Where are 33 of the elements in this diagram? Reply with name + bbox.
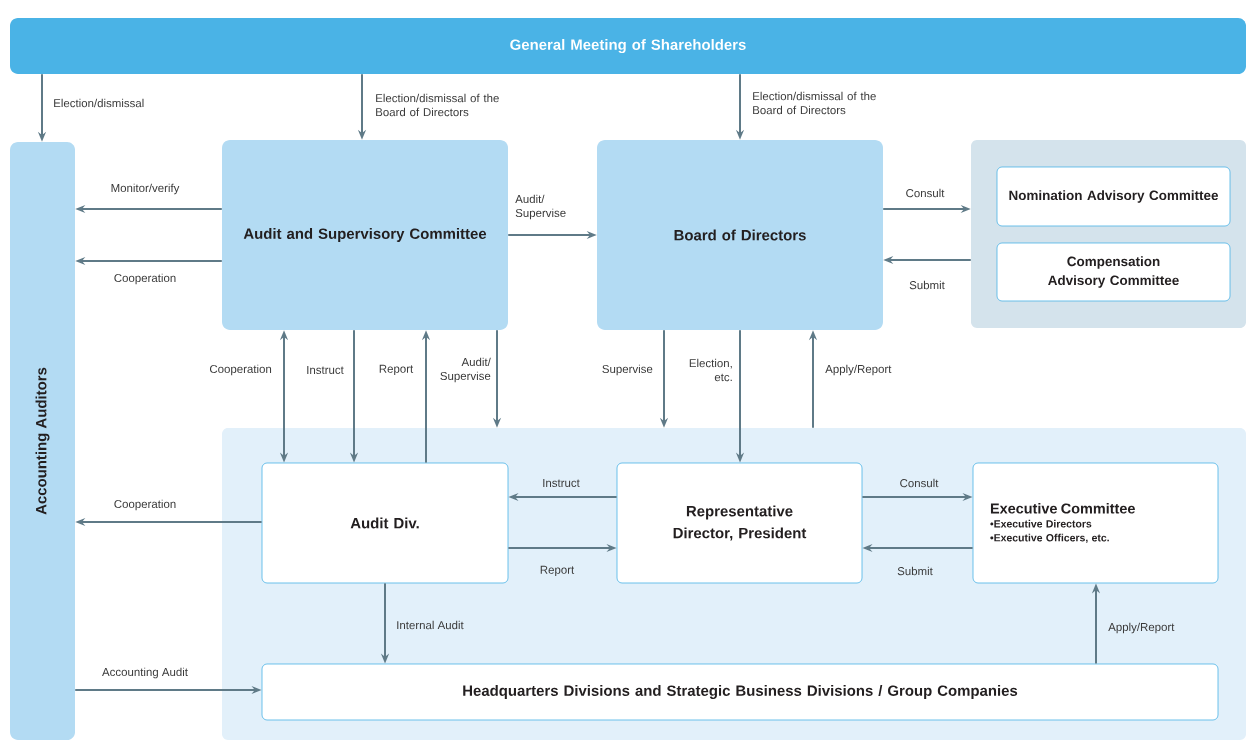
- edge-label: Consult: [906, 188, 945, 198]
- edge-label: Report: [540, 565, 575, 577]
- edge-label: Cooperation: [114, 273, 176, 285]
- edge-label: Submit: [909, 280, 945, 290]
- auditor-bar: Accounting Auditors: [10, 142, 75, 740]
- edge-label: Election, etc.: [689, 358, 732, 382]
- edge-label: Cooperation: [209, 364, 272, 376]
- edge-label: Audit/ Supervise: [515, 194, 566, 220]
- edge-label: Supervise: [602, 364, 653, 376]
- edge-label: Audit/ Supervise: [440, 357, 491, 383]
- director-box: Representative Director, President: [616, 462, 863, 584]
- edge-label: Internal Audit: [397, 620, 464, 630]
- committee-box: Nomination Advisory Committee: [996, 166, 1231, 227]
- edge-label: Cooperation: [114, 499, 176, 511]
- edge-label: Apply/Report: [825, 364, 892, 376]
- edge-label: Report: [379, 364, 414, 376]
- edge-label: Election/dismissal: [54, 98, 144, 108]
- edge-label: Apply/Report: [1108, 622, 1175, 634]
- board-box: Board of Directors: [597, 140, 883, 330]
- edge-label: Election/dismissal of the Board of Directors: [753, 91, 876, 115]
- committee-box: Audit and Supervisory Committee: [222, 140, 508, 330]
- division-box: Audit Div.: [261, 462, 509, 584]
- edge-label: Instruct: [543, 479, 580, 487]
- edge-label: Consult: [900, 478, 939, 488]
- committee-box: Executive Committee •Executive Directors •Executive Officers, etc.: [972, 462, 1219, 584]
- edge-label: Accounting Audit: [102, 667, 188, 679]
- edge-label: Monitor/verify: [111, 183, 180, 195]
- edge-label: Election/dismissal of the Board of Directors: [376, 93, 499, 117]
- edge-label: Instruct: [307, 366, 344, 374]
- header-band: General Meeting of Shareholders: [10, 18, 1246, 74]
- edge-label: Submit: [897, 566, 933, 576]
- division-box: Headquarters Divisions and Strategic Business Divisions / Group Companies: [261, 663, 1219, 721]
- committee-box: Compensation Advisory Committee: [996, 242, 1231, 302]
